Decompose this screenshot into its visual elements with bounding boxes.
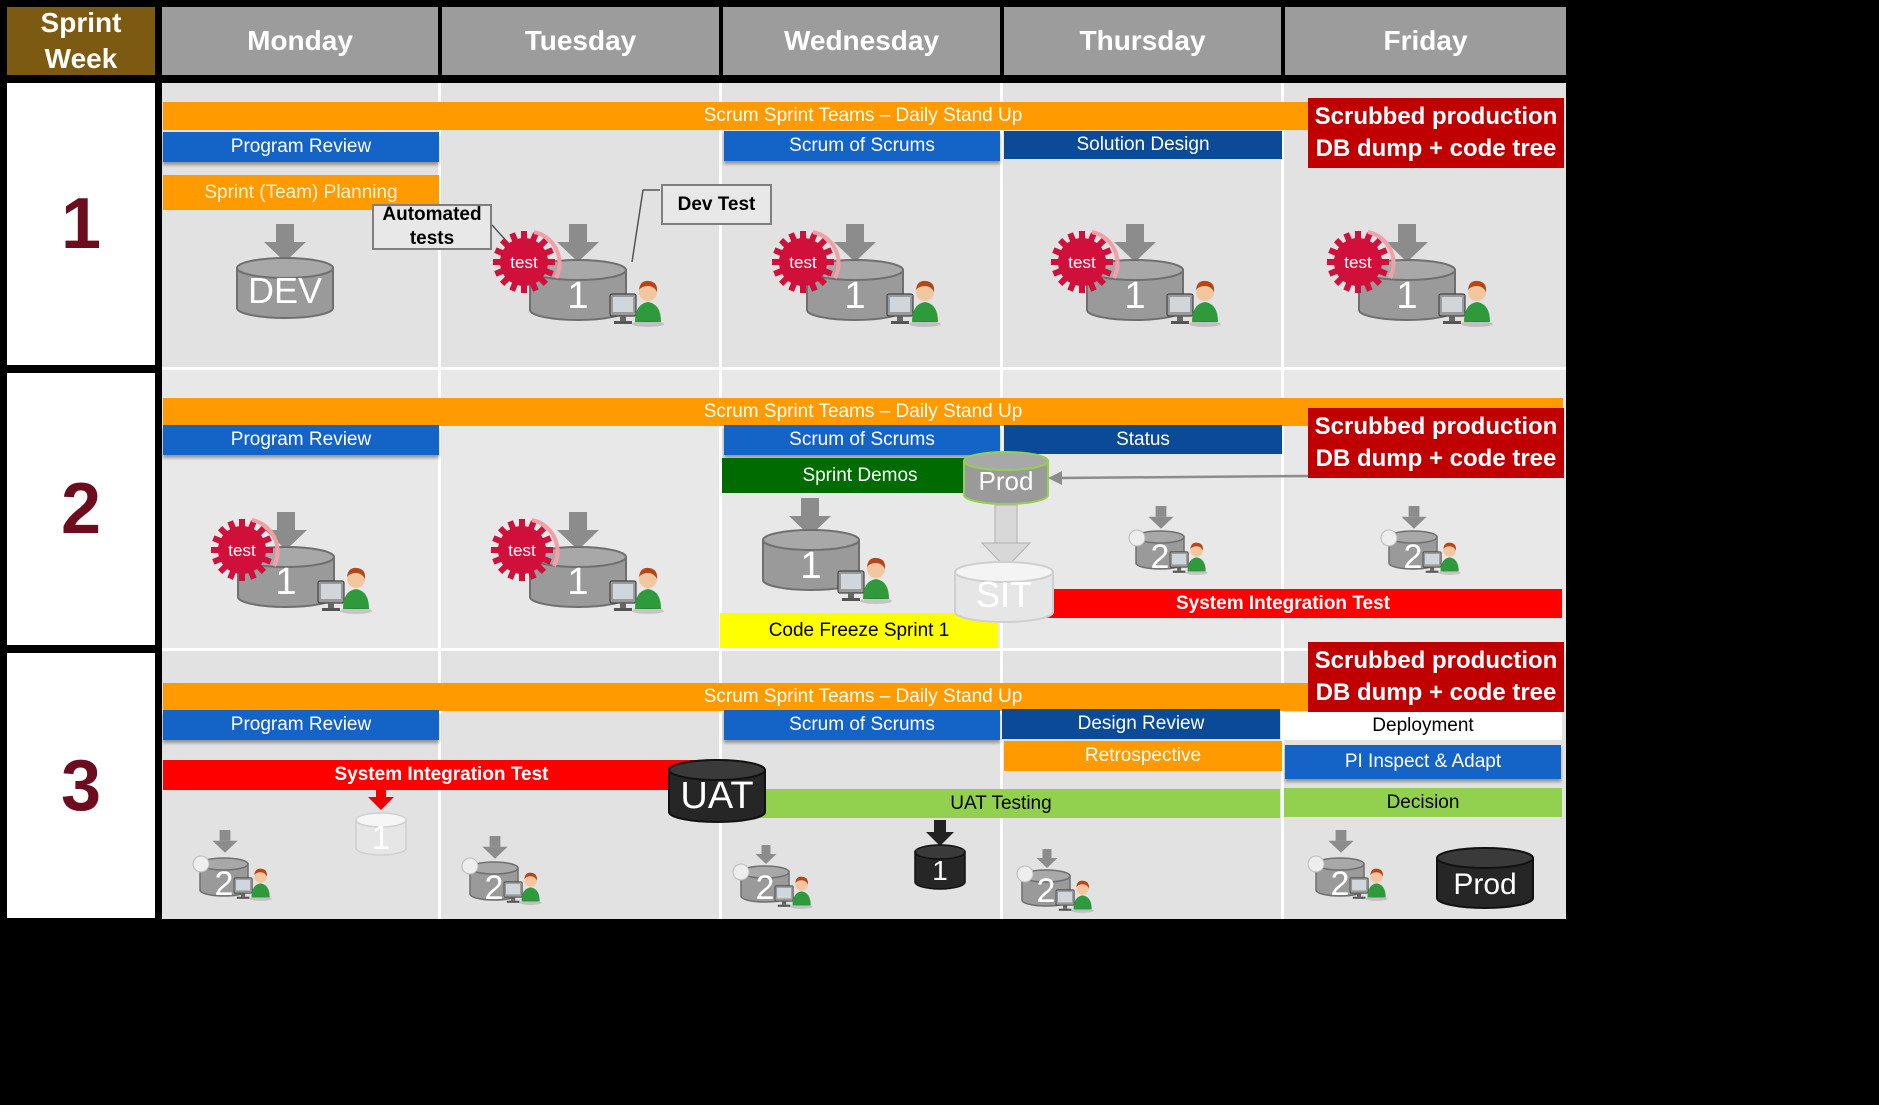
code-freeze-bar: Code Freeze Sprint 1 xyxy=(720,613,998,648)
day-header-monday: Monday xyxy=(162,7,438,75)
database-icon xyxy=(236,257,334,319)
sprint-db-wednesday-w1 xyxy=(770,224,942,328)
sprint-week-label: Sprint Week xyxy=(40,7,122,74)
sprint-db-tuesday-w1 xyxy=(491,224,665,328)
prod-black-database-icon xyxy=(1436,847,1534,909)
sprint-week-header: Sprint Week xyxy=(7,7,155,75)
program-review-week-3: Program Review xyxy=(163,710,439,740)
test-label: test xyxy=(508,541,536,560)
divider xyxy=(162,648,1566,651)
down-arrow-icon xyxy=(994,504,1018,544)
down-arrow-icon xyxy=(926,832,954,846)
retrospective-bar: Retrospective xyxy=(1004,741,1282,771)
sprint-db-monday-w2 xyxy=(209,512,373,615)
design-review-bar: Design Review xyxy=(1002,709,1280,739)
db-label-1: 1 xyxy=(567,561,588,603)
scrubbed-production-week-1: Scrubbed production DB dump + code tree xyxy=(1308,98,1564,168)
down-arrow-icon xyxy=(934,820,946,834)
sprint2-db-friday-w3 xyxy=(1307,830,1389,902)
uat-database-icon xyxy=(668,759,766,823)
sprint2-db-wednesday-w3 xyxy=(732,845,814,910)
callout-connector xyxy=(631,189,644,263)
test-label: test xyxy=(789,253,817,272)
sprint2-db-thursday-w2 xyxy=(1128,506,1209,576)
black-db-icon xyxy=(914,844,966,890)
sprint2-db-tuesday-w3 xyxy=(461,836,543,906)
down-arrow-icon xyxy=(368,797,394,810)
down-arrow-icon xyxy=(264,224,306,262)
db-label-1: 1 xyxy=(275,561,296,603)
db-label-dev: DEV xyxy=(248,270,322,311)
db-label-2: 2 xyxy=(1331,865,1350,903)
dev-test-callout: Dev Test xyxy=(661,184,772,225)
day-header-friday: Friday xyxy=(1285,7,1566,75)
program-review-week-2: Program Review xyxy=(163,425,439,455)
db-label-2: 2 xyxy=(215,865,234,903)
db-label-1: 1 xyxy=(372,819,391,857)
sprint2-db-friday-w2 xyxy=(1380,506,1462,576)
sprint2-db-monday-w3 xyxy=(192,830,273,902)
sprint-db-wednesday-w2 xyxy=(762,498,893,605)
sprint2-db-thursday-w3 xyxy=(1016,849,1095,914)
uat-testing-bar: UAT Testing xyxy=(722,789,1280,818)
db-label-prod: Prod xyxy=(1453,868,1516,901)
column-divider xyxy=(438,83,441,919)
pi-inspect-adapt-bar: PI Inspect & Adapt xyxy=(1285,745,1561,779)
db-label-2: 2 xyxy=(485,869,504,907)
db-label-2: 2 xyxy=(756,869,775,907)
test-label: test xyxy=(1068,253,1096,272)
program-review-week-1: Program Review xyxy=(163,132,439,162)
week-3-cell: 3 xyxy=(7,653,155,918)
arrow-head-icon xyxy=(1048,471,1062,485)
sprint-demos-bar: Sprint Demos xyxy=(722,458,998,493)
db-label-1: 1 xyxy=(1124,275,1145,317)
db-label-2: 2 xyxy=(1037,872,1056,910)
sprint-db-thursday-w1 xyxy=(1049,224,1222,328)
scrum-of-scrums-week-2: Scrum of Scrums xyxy=(724,425,1000,455)
system-integration-test-week-2: System Integration Test xyxy=(1004,589,1562,618)
db-label-1: 1 xyxy=(932,855,948,886)
sit-database-icon xyxy=(954,561,1054,623)
db-label-sit: SIT xyxy=(976,574,1032,615)
system-integration-test-week-3: System Integration Test xyxy=(163,760,720,790)
db-label-prod: Prod xyxy=(979,466,1034,496)
deployment-bar: Deployment xyxy=(1284,712,1562,740)
day-header-wednesday: Wednesday xyxy=(723,7,1000,75)
sprint-db-friday-w1 xyxy=(1325,224,1494,328)
status-bar: Status xyxy=(1004,425,1282,454)
column-divider xyxy=(1281,83,1284,919)
sprint-db-tuesday-w2 xyxy=(489,512,665,615)
divider xyxy=(162,367,1566,370)
week-2-cell: 2 xyxy=(7,373,155,645)
scrum-of-scrums-week-3: Scrum of Scrums xyxy=(724,710,1000,740)
test-label: test xyxy=(228,541,256,560)
db-label-2: 2 xyxy=(1404,538,1423,576)
db-label-1: 1 xyxy=(800,545,821,587)
day-header-tuesday: Tuesday xyxy=(442,7,719,75)
white-db-icon xyxy=(355,812,407,856)
automated-tests-callout: Automated tests xyxy=(372,204,492,250)
test-label: test xyxy=(510,253,538,272)
db-label-uat: UAT xyxy=(680,775,753,817)
db-label-1: 1 xyxy=(567,275,588,317)
scrubbed-production-week-3: Scrubbed production DB dump + code tree xyxy=(1308,642,1564,712)
solution-design-bar: Solution Design xyxy=(1004,131,1282,159)
test-label: test xyxy=(1344,253,1372,272)
column-divider xyxy=(719,83,722,919)
scrubbed-production-week-2: Scrubbed production DB dump + code tree xyxy=(1308,408,1564,478)
decision-bar: Decision xyxy=(1284,788,1562,817)
db-label-2: 2 xyxy=(1151,538,1170,576)
sprint-planning-bar: Sprint (Team) Planning xyxy=(163,175,439,210)
day-header-thursday: Thursday xyxy=(1004,7,1281,75)
db-label-1: 1 xyxy=(844,275,865,317)
scrum-of-scrums-week-1: Scrum of Scrums xyxy=(724,131,1000,161)
down-arrow-icon xyxy=(980,542,1032,569)
prod-database-icon xyxy=(963,451,1049,505)
arrow-connector xyxy=(1057,474,1309,480)
db-label-1: 1 xyxy=(1396,275,1417,317)
week-1-cell: 1 xyxy=(7,83,155,365)
down-arrow-icon xyxy=(376,790,386,798)
